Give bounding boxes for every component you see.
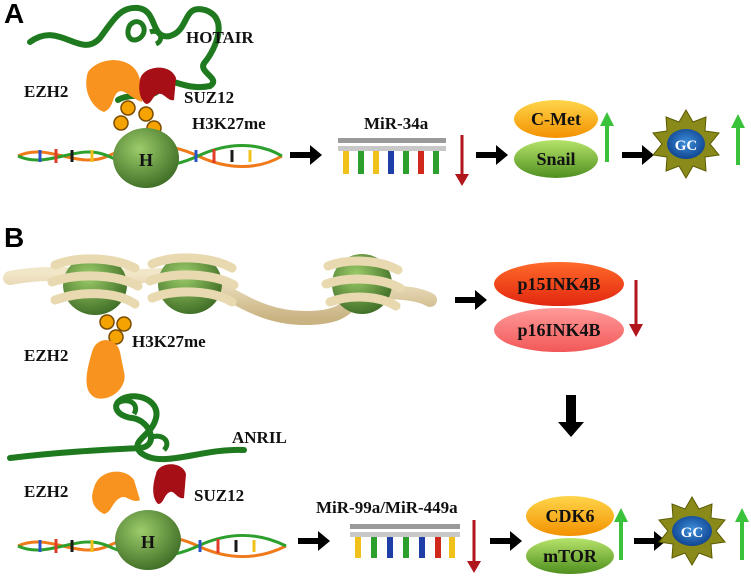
gene-p15ink4b: p15INK4B xyxy=(494,262,624,306)
up-arrow-a2 xyxy=(731,114,745,165)
arrow-b-down xyxy=(558,395,584,437)
mirna-structure-b xyxy=(350,524,460,558)
hotair-rna-loop xyxy=(125,19,164,47)
anril-rna-loop xyxy=(114,398,170,452)
arrow-b-1 xyxy=(298,531,330,551)
up-arrow-a xyxy=(600,112,614,162)
gene-p16ink4b: p16INK4B xyxy=(494,308,624,352)
label-mirna-a: MiR-34a xyxy=(364,114,429,133)
ezh2-protein-a xyxy=(86,60,142,112)
label-h3k27me-b: H3K27me xyxy=(132,332,206,351)
arrow-a-3 xyxy=(622,145,654,165)
down-arrow-a xyxy=(455,135,469,186)
label-anril: ANRIL xyxy=(232,428,287,447)
label-ezh2-a: EZH2 xyxy=(24,82,69,101)
h3k27me-marks-b xyxy=(99,314,132,345)
histone-label-b: H xyxy=(141,532,155,552)
arrow-b-2 xyxy=(490,531,522,551)
gc-label-b: GC xyxy=(681,525,704,541)
histone-a xyxy=(113,128,179,188)
arrow-b-3 xyxy=(634,531,666,551)
gc-label-a: GC xyxy=(675,138,698,154)
gc-star-a xyxy=(652,109,720,179)
suz12-protein-b xyxy=(153,464,186,504)
h3k27me-marks-a xyxy=(113,100,162,136)
nucleosome-1 xyxy=(47,254,143,315)
label-suz12-b: SUZ12 xyxy=(194,486,245,505)
target-snail: Snail xyxy=(514,140,598,178)
arrow-a-2 xyxy=(476,145,508,165)
target-mtor: mTOR xyxy=(526,538,614,574)
label-mirna-b: MiR-99a/MiR-449a xyxy=(316,498,458,517)
nucleosome-2 xyxy=(145,253,239,314)
ezh2-protein-b1 xyxy=(86,340,125,399)
down-arrow-genes xyxy=(629,280,643,337)
label-suz12-a: SUZ12 xyxy=(184,88,235,107)
gc-star-b xyxy=(658,496,726,566)
label-h3k27me-a: H3K27me xyxy=(192,114,266,133)
ezh2-protein-b2 xyxy=(92,471,140,514)
mirna-structure-a xyxy=(338,138,446,174)
panel-b-letter: B xyxy=(4,222,25,253)
histone-b xyxy=(115,510,181,570)
up-arrow-b2 xyxy=(735,508,749,560)
arrow-a-1 xyxy=(290,145,322,165)
suz12-protein-a xyxy=(139,67,176,104)
label-ezh2-b1: EZH2 xyxy=(24,346,69,365)
target-cmet: C-Met xyxy=(514,100,598,138)
anril-rna xyxy=(7,393,247,463)
nucleosome-3 xyxy=(321,254,405,314)
target-cdk6: CDK6 xyxy=(526,496,614,536)
down-arrow-b xyxy=(467,520,481,573)
label-ezh2-b2: EZH2 xyxy=(24,482,69,501)
panel-a-letter: A xyxy=(4,0,25,29)
histone-label-a: H xyxy=(139,150,153,170)
up-arrow-b xyxy=(614,508,628,560)
label-hotair: HOTAIR xyxy=(186,28,254,47)
arrow-b-genes xyxy=(455,290,487,310)
